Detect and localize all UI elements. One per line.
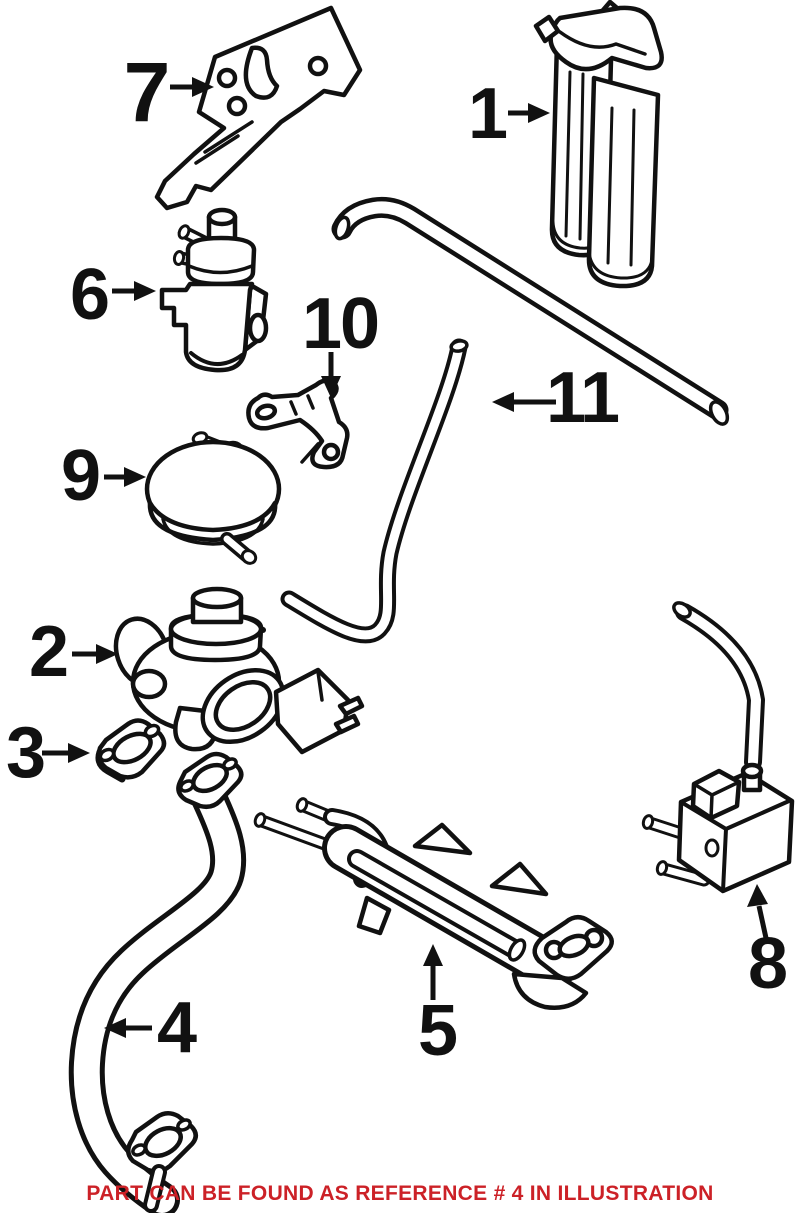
reference-note: PART CAN BE FOUND AS REFERENCE # 4 IN IL… — [86, 1182, 714, 1205]
part-3-gasket — [95, 718, 167, 783]
part-1-egr-cooler — [533, 0, 664, 289]
arrow-2 — [72, 644, 118, 664]
part-9-check-valve — [144, 431, 282, 565]
arrow-8 — [747, 884, 769, 939]
vacuum-hose-11 — [280, 338, 469, 644]
callout-label-6: 6 — [69, 255, 110, 335]
callout-label-3: 3 — [5, 713, 46, 793]
callout-label-7: 7 — [123, 45, 171, 139]
part-2-egr-valve — [113, 586, 365, 755]
arrow-10 — [321, 352, 341, 398]
callout-label-11: 11 — [545, 358, 620, 438]
callout-label-1: 1 — [467, 74, 508, 154]
part-7-mounting-bracket — [154, 5, 363, 211]
callout-label-4: 4 — [156, 988, 197, 1068]
callout-label-2: 2 — [28, 612, 69, 692]
arrow-3 — [42, 743, 90, 763]
callout-arrows — [42, 77, 769, 1038]
callout-label-9: 9 — [60, 436, 101, 516]
straight-pipe — [331, 196, 730, 426]
part-6-pressure-converter — [159, 207, 269, 373]
arrow-7 — [170, 77, 214, 97]
part-4-egr-pipe — [68, 751, 247, 1213]
arrow-5 — [423, 944, 443, 1000]
arrow-4 — [104, 1018, 152, 1038]
callout-label-5: 5 — [417, 991, 458, 1071]
part-8-solenoid-valve — [641, 601, 795, 894]
callout-label-8: 8 — [747, 924, 788, 1004]
arrow-9 — [104, 467, 146, 487]
arrow-11 — [492, 392, 556, 412]
part-5-egr-tube-assembly — [253, 797, 614, 1010]
callout-label-10: 10 — [301, 284, 380, 364]
arrow-6 — [112, 281, 156, 301]
arrow-1 — [508, 103, 550, 123]
part-10-bracket — [246, 378, 350, 470]
